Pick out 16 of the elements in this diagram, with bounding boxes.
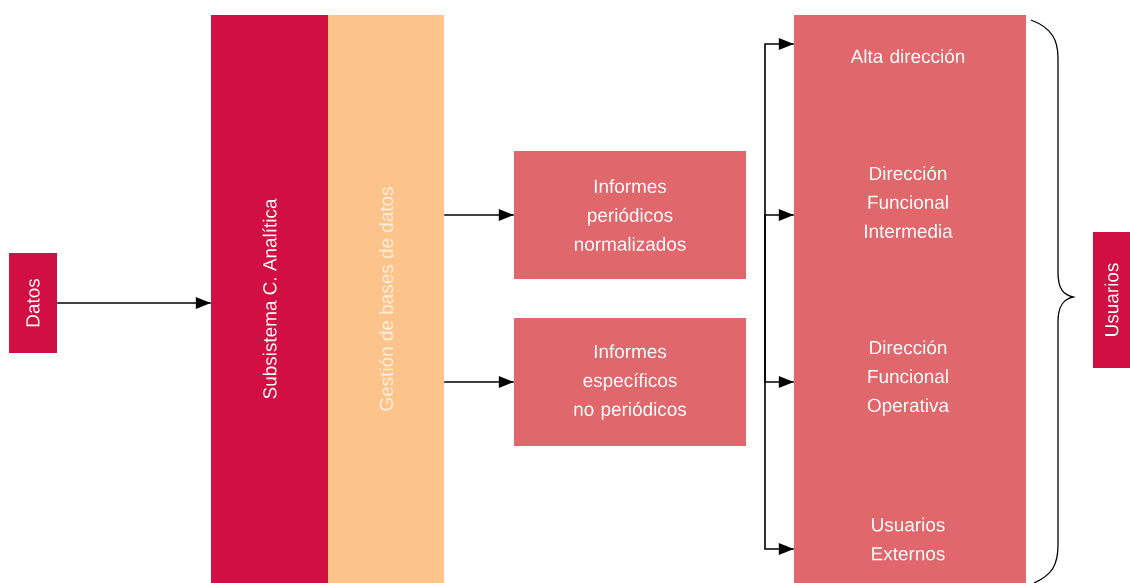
arrow: [764, 296, 795, 555]
data-tab: Datos: [9, 253, 57, 353]
arrow: [764, 209, 795, 298]
arrow: [443, 376, 515, 388]
user-level-label: Usuarios Externos: [872, 517, 945, 561]
report-box: Informes periódicos normalizados: [514, 151, 746, 279]
arrow: [56, 297, 212, 309]
user-level-label: Dirección Funcional Operativa: [867, 340, 950, 416]
report-box: Informes específicos no periódicos: [514, 318, 746, 446]
users-tab: Usuarios: [1093, 232, 1130, 368]
user-level-label: Alta dirección: [850, 48, 965, 64]
arrow: [443, 209, 515, 221]
user-level-label: Dirección Funcional Intermedia: [865, 166, 953, 238]
users-panel: [794, 15, 1026, 583]
database-band: Gestión de bases de datos: [328, 15, 444, 583]
subsystem-band: Subsistema C. Analítica: [211, 15, 328, 583]
